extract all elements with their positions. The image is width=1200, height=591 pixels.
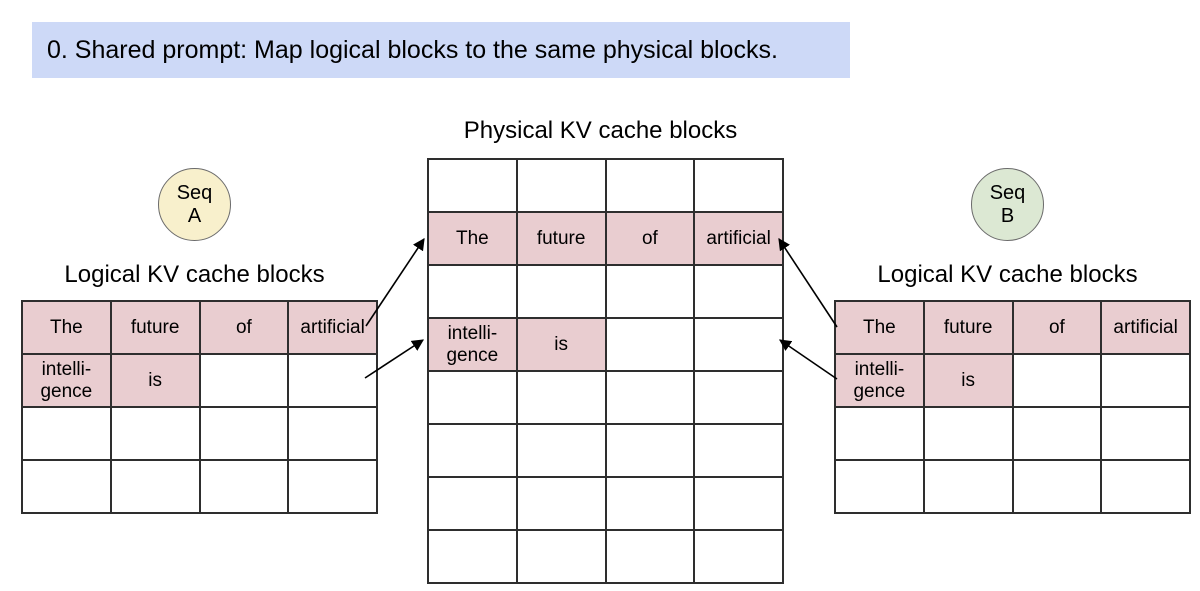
kv-cell xyxy=(427,529,518,584)
table-row: The future of artificial xyxy=(21,300,378,355)
kv-cell: The xyxy=(21,300,112,355)
table-row xyxy=(427,529,784,584)
kv-cell xyxy=(604,476,696,531)
kv-cell xyxy=(198,353,290,408)
arrow-seqB-block1-to-physical xyxy=(779,339,838,380)
kv-cell xyxy=(693,476,784,531)
title-banner: 0. Shared prompt: Map logical blocks to … xyxy=(32,22,850,78)
kv-cell: of xyxy=(604,211,696,266)
kv-cell xyxy=(427,264,518,319)
kv-cell xyxy=(1011,459,1103,514)
kv-cell xyxy=(922,406,1014,461)
table-row xyxy=(427,158,784,213)
kv-cell xyxy=(427,476,518,531)
kv-cell xyxy=(198,406,290,461)
kv-cell: artificial xyxy=(287,300,378,355)
kv-cell xyxy=(834,406,925,461)
seq-a-logical-table: The future of artificial intelli- gence … xyxy=(21,300,378,514)
table-row xyxy=(21,406,378,461)
seq-a-label-line1: Seq xyxy=(176,181,213,204)
table-row xyxy=(834,406,1191,461)
kv-cell xyxy=(693,370,784,425)
kv-cell xyxy=(604,158,696,213)
kv-cell xyxy=(427,370,518,425)
table-row xyxy=(21,459,378,514)
kv-cell xyxy=(515,529,607,584)
kv-cell xyxy=(287,406,378,461)
kv-cell: future xyxy=(109,300,201,355)
kv-cell: future xyxy=(515,211,607,266)
kv-cell xyxy=(1100,353,1191,408)
kv-cell xyxy=(693,317,784,372)
table-row xyxy=(427,476,784,531)
seq-b-badge: Seq B xyxy=(971,168,1044,241)
seq-a-label-line2: A xyxy=(187,204,202,227)
kv-cell xyxy=(1011,406,1103,461)
table-row xyxy=(427,370,784,425)
banner-text: 0. Shared prompt: Map logical blocks to … xyxy=(47,35,778,64)
right-table-title: Logical KV cache blocks xyxy=(877,261,1138,288)
kv-cell: artificial xyxy=(1100,300,1191,355)
kv-cell xyxy=(515,264,607,319)
kv-cell xyxy=(515,423,607,478)
kv-cell xyxy=(427,158,518,213)
kv-cell xyxy=(1011,353,1103,408)
kv-cell xyxy=(515,158,607,213)
kv-cell xyxy=(834,459,925,514)
kv-cell xyxy=(198,459,290,514)
kv-cell xyxy=(604,317,696,372)
seq-b-label-line1: Seq xyxy=(989,181,1026,204)
kv-cell xyxy=(427,423,518,478)
kv-cell: of xyxy=(1011,300,1103,355)
kv-cell xyxy=(922,459,1014,514)
table-row: intelli- gence is xyxy=(427,317,784,372)
arrow-seqB-block0-to-physical xyxy=(778,237,838,328)
table-row: The future of artificial xyxy=(834,300,1191,355)
kv-cell: of xyxy=(198,300,290,355)
table-row: The future of artificial xyxy=(427,211,784,266)
kv-cell xyxy=(604,423,696,478)
kv-cell xyxy=(693,529,784,584)
kv-cell xyxy=(693,264,784,319)
left-table-title: Logical KV cache blocks xyxy=(64,261,325,288)
kv-cell: artificial xyxy=(693,211,784,266)
kv-cell: The xyxy=(427,211,518,266)
table-row xyxy=(834,459,1191,514)
kv-cell: intelli- gence xyxy=(427,317,518,372)
kv-cell: is xyxy=(109,353,201,408)
seq-b-logical-table: The future of artificial intelli- gence … xyxy=(834,300,1191,514)
kv-cell: intelli- gence xyxy=(834,353,925,408)
kv-cell xyxy=(604,264,696,319)
kv-cell xyxy=(287,353,378,408)
kv-cell xyxy=(515,370,607,425)
kv-cell xyxy=(693,423,784,478)
kv-cell xyxy=(604,529,696,584)
kv-cell xyxy=(109,406,201,461)
kv-cell xyxy=(287,459,378,514)
physical-kv-table: The future of artificial intelli- gence … xyxy=(427,158,784,584)
kv-cell xyxy=(515,476,607,531)
kv-cell: intelli- gence xyxy=(21,353,112,408)
table-row: intelli- gence is xyxy=(834,353,1191,408)
kv-cell xyxy=(693,158,784,213)
table-row: intelli- gence is xyxy=(21,353,378,408)
kv-cell xyxy=(21,459,112,514)
kv-cell xyxy=(109,459,201,514)
kv-cell: future xyxy=(922,300,1014,355)
kv-cell: is xyxy=(515,317,607,372)
seq-a-badge: Seq A xyxy=(158,168,231,241)
kv-cell xyxy=(21,406,112,461)
physical-table-title: Physical KV cache blocks xyxy=(463,117,738,144)
table-row xyxy=(427,264,784,319)
kv-cell: The xyxy=(834,300,925,355)
table-row xyxy=(427,423,784,478)
seq-b-label-line2: B xyxy=(1000,204,1015,227)
kv-cell xyxy=(604,370,696,425)
kv-cell: is xyxy=(922,353,1014,408)
kv-cell xyxy=(1100,406,1191,461)
kv-cell xyxy=(1100,459,1191,514)
